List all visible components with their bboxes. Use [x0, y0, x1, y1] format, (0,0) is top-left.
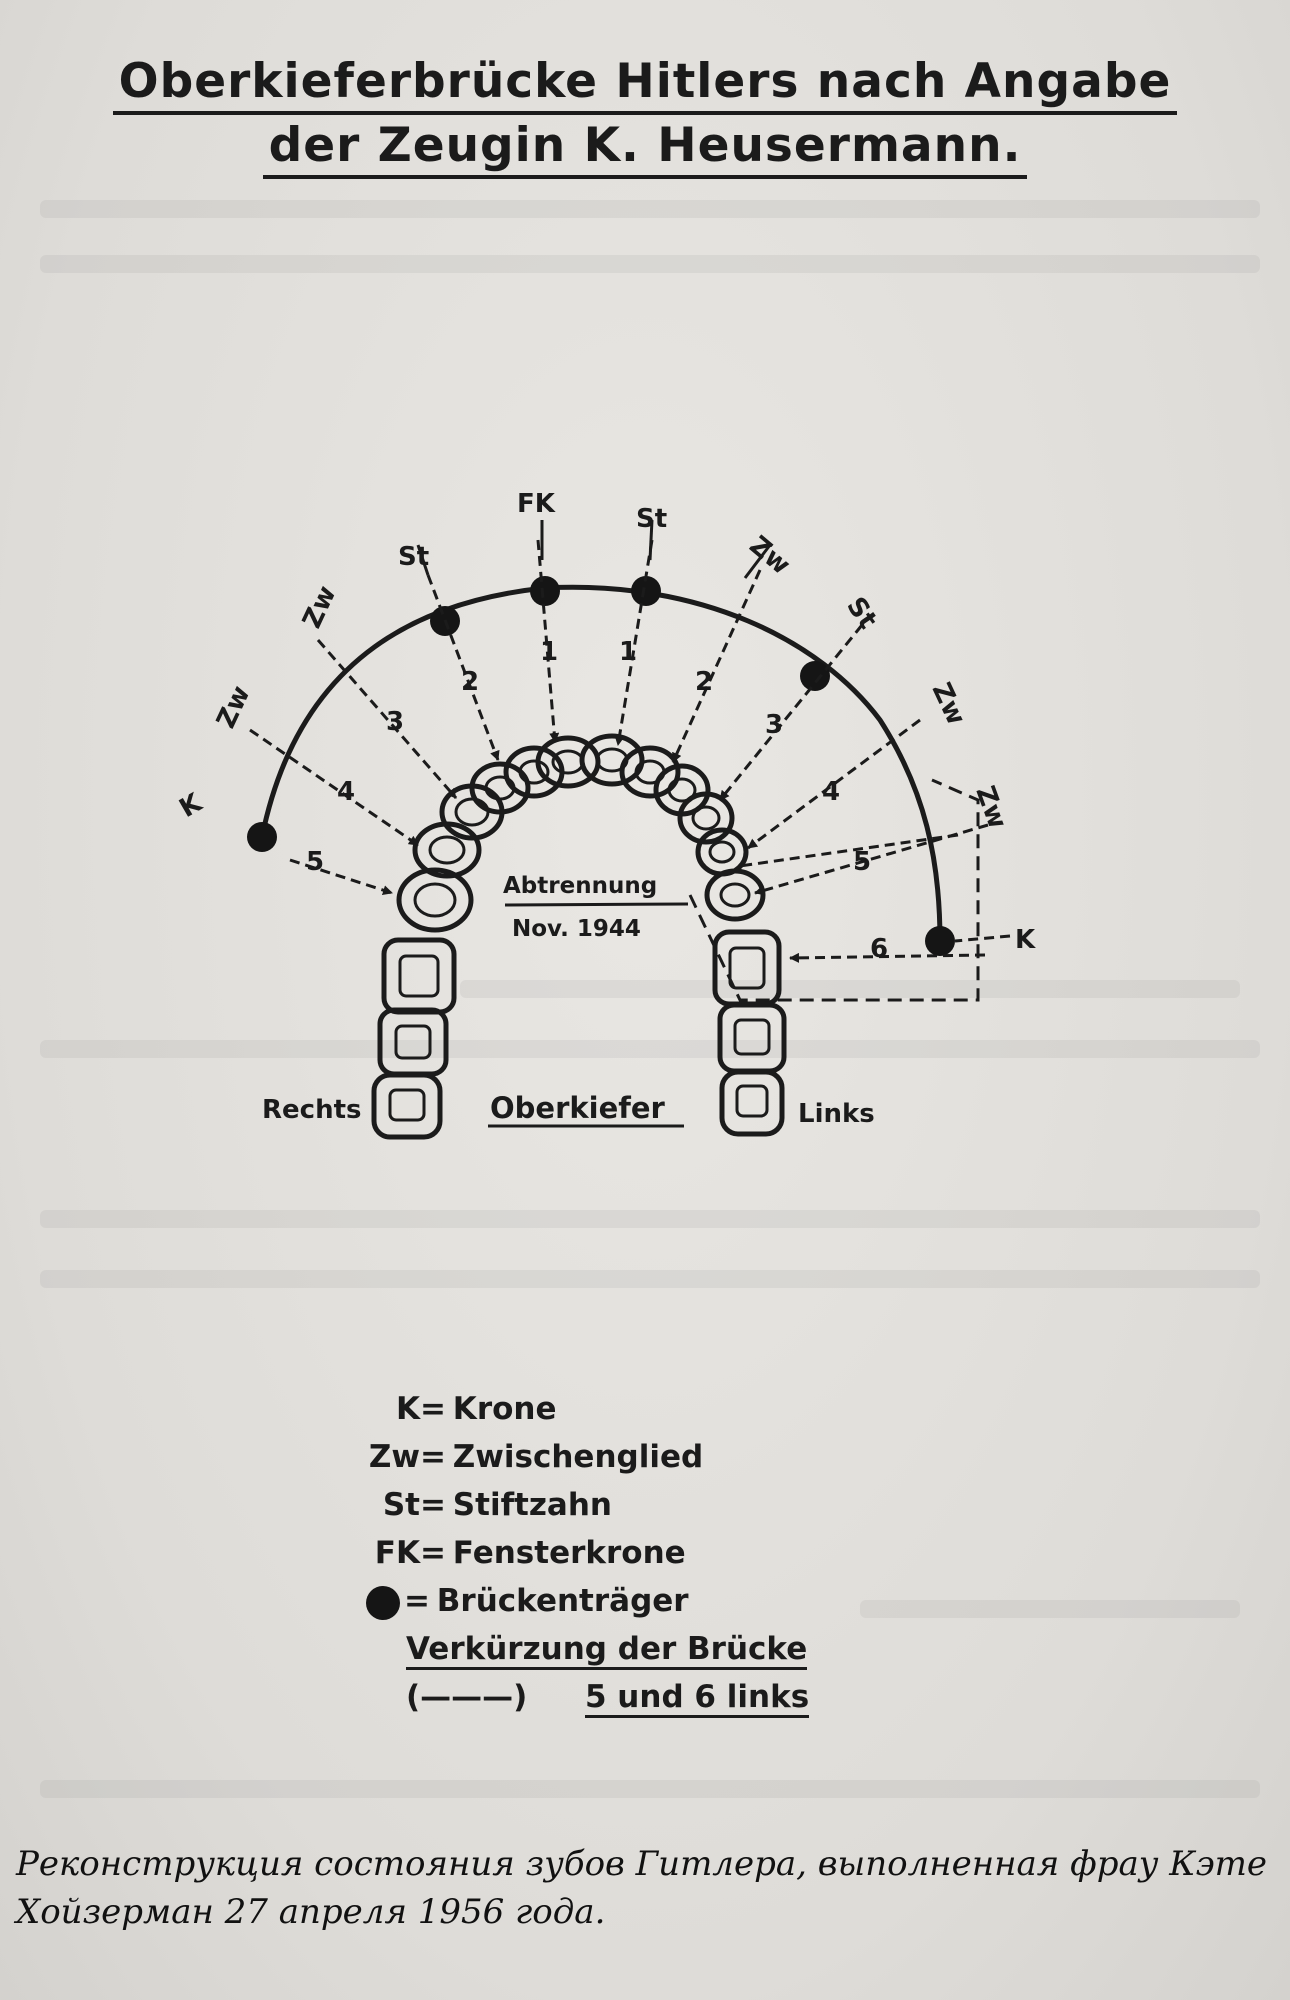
bleed-through-line [40, 1270, 1260, 1288]
arrow-l1 [614, 539, 654, 746]
bridge-abutment-dot [925, 926, 955, 956]
label-left-st-inner: St [636, 504, 667, 534]
legend-shortening-detail-row: (———) 5 und 6 links [320, 1673, 880, 1721]
teeth-left [579, 733, 787, 1137]
shortening-box [688, 778, 980, 1002]
bleed-through-line [40, 1040, 1260, 1058]
separation-leader [504, 902, 689, 907]
legend-text: Stiftzahn [452, 1487, 612, 1523]
legend-row: K = Krone [320, 1385, 880, 1433]
arrow-r4 [249, 728, 419, 847]
arrow-r5 [289, 858, 393, 895]
legend: K = Krone Zw = Zwischenglied St = Stiftz… [320, 1385, 880, 1721]
tooth-number-r4: 4 [337, 777, 355, 807]
legend-key: Zw [368, 1439, 420, 1475]
legend-key: FK [374, 1535, 420, 1571]
separation-date: Nov. 1944 [512, 916, 641, 942]
side-left-label: Links [798, 1099, 875, 1129]
label-left-zw-outer: Zw [926, 678, 971, 730]
bleed-through-line [860, 1600, 1240, 1618]
legend-row: FK = Fensterkrone [320, 1529, 880, 1577]
legend-text: Krone [452, 1391, 557, 1427]
legend-text: Brückenträger [436, 1583, 689, 1619]
label-left-st-outer: St [840, 592, 882, 635]
legend-shortening-title-row: Verkürzung der Brücke [320, 1625, 880, 1673]
side-right-label: Rechts [262, 1095, 361, 1125]
arrow-zw-far [739, 833, 959, 868]
label-right-zw-inner: Zw [297, 581, 342, 633]
legend-shortening-title: Verkürzung der Brücke [406, 1631, 808, 1670]
tooth-number-r5: 5 [306, 847, 324, 877]
diagram-title-line-1: Oberkieferbrücke Hitlers nach Angabe [0, 54, 1290, 115]
figure-caption: Реконструкция состояния зубов Гитлера, в… [16, 1844, 1268, 1932]
tooth-number-l4: 4 [822, 777, 840, 807]
legend-shortening-detail: 5 und 6 links [584, 1679, 810, 1718]
label-left-zw-inner: Zw [744, 530, 796, 581]
legend-key: St [382, 1487, 420, 1523]
bleed-through-line [460, 980, 1240, 998]
label-fk: FK [517, 489, 556, 519]
legend-text: Fensterkrone [452, 1535, 686, 1571]
arrow-r2 [426, 574, 500, 761]
arrow-k-left [954, 934, 1011, 943]
arrow-l6 [789, 952, 986, 963]
label-right-k: K [175, 788, 208, 824]
bridge-abutment-dot [247, 822, 277, 852]
label-right-st: St [398, 542, 429, 572]
legend-text: Zwischenglied [452, 1439, 704, 1475]
bridge-abutment-dot-icon [366, 1585, 400, 1620]
bleed-through-line [40, 255, 1260, 273]
legend-shortening-symbol: (———) [406, 1679, 528, 1715]
bleed-through-line [40, 1210, 1260, 1228]
tooth-number-l5: 5 [853, 847, 871, 877]
bridge-abutment-dot [530, 576, 560, 606]
legend-row: Zw = Zwischenglied [320, 1433, 880, 1481]
tooth-number-r1: 1 [540, 637, 558, 667]
bridge-arc [259, 584, 943, 942]
legend-row: = Brückenträger [320, 1577, 880, 1625]
arrow-l4 [747, 718, 921, 850]
legend-row: St = Stiftzahn [320, 1481, 880, 1529]
legend-key: K [395, 1391, 420, 1427]
jaw-label: Oberkiefer [490, 1091, 666, 1125]
tooth-number-l3: 3 [765, 710, 783, 740]
arrow-r1 [536, 539, 560, 743]
bleed-through-line [40, 200, 1260, 218]
tooth-number-l1: 1 [619, 637, 637, 667]
arrow-r3 [316, 639, 458, 799]
diagram-title-line-2: der Zeugin K. Heusermann. [0, 118, 1290, 179]
tooth-number-l6: 6 [870, 934, 888, 964]
teeth-right [371, 735, 601, 1140]
label-left-k: K [1015, 925, 1036, 955]
bridge-abutment-dot [631, 576, 661, 606]
bridge-abutment-dot [800, 661, 830, 691]
tooth-number-r3: 3 [386, 707, 404, 737]
bleed-through-line [40, 1780, 1260, 1798]
arrow-l2 [671, 569, 762, 763]
label-right-zw-outer: Zw [211, 681, 256, 733]
tooth-number-l2: 2 [695, 667, 713, 697]
tooth-number-r2: 2 [461, 667, 479, 697]
separation-label: Abtrennung [503, 873, 657, 899]
arrow-l3 [718, 624, 864, 801]
label-left-zw-far: Zw [969, 782, 1012, 833]
